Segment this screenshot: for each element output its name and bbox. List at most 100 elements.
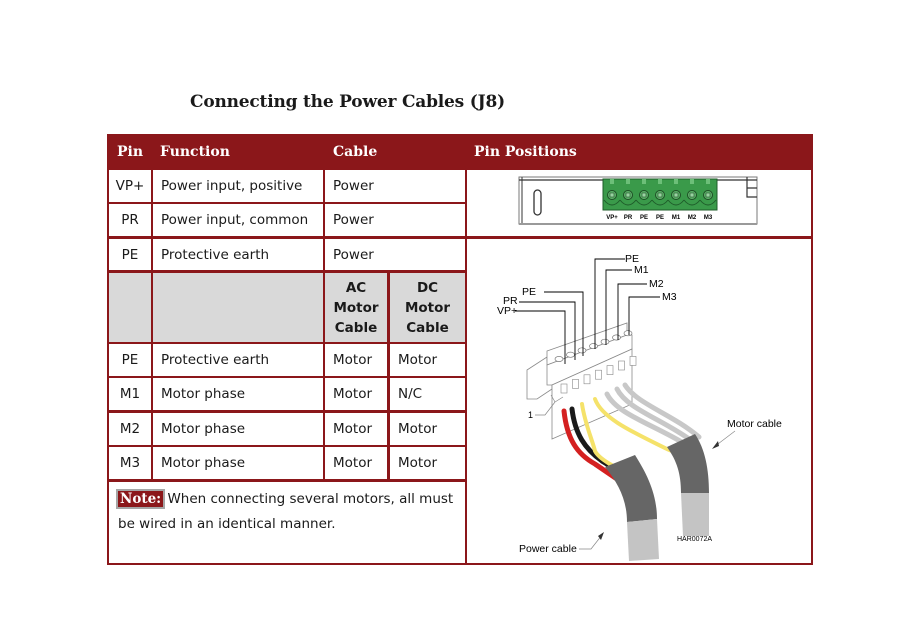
terminal-screw-icon bbox=[600, 338, 610, 345]
ac-cable-cell: Motor bbox=[325, 378, 387, 410]
dc-line: DC bbox=[416, 279, 439, 296]
pin-arc bbox=[683, 199, 701, 206]
ac-line: Cable bbox=[334, 319, 378, 336]
wire-entry-slot bbox=[583, 374, 591, 385]
pin-tab bbox=[610, 179, 614, 184]
arrow-head-icon bbox=[598, 532, 604, 540]
power-cable bbox=[605, 455, 659, 561]
motor-cable bbox=[667, 434, 709, 536]
pin-arc bbox=[603, 199, 621, 206]
power-cable-arrow bbox=[579, 534, 603, 550]
callout-number: 1 bbox=[528, 410, 533, 420]
pin-hole bbox=[609, 192, 615, 198]
cable-cell: Power bbox=[325, 170, 465, 202]
function-cell: Protective earth bbox=[153, 239, 323, 270]
pin-hole bbox=[673, 192, 679, 198]
table-header-row bbox=[109, 136, 811, 168]
label-pe-left: PE bbox=[522, 286, 536, 298]
page-title: Connecting the Power Cables (J8) bbox=[190, 92, 505, 112]
wire-entry-slot bbox=[606, 365, 614, 375]
pin-cell: M1 bbox=[109, 378, 151, 410]
dc-line: Cable bbox=[406, 319, 449, 336]
wires bbox=[561, 382, 702, 482]
pin-label: M2 bbox=[688, 215, 697, 221]
dc-line: Motor bbox=[404, 299, 451, 316]
subheader-empty-function bbox=[153, 273, 323, 342]
terminal-screw-icon bbox=[612, 334, 621, 341]
pin-arc bbox=[635, 199, 653, 206]
pin-cell: PE bbox=[109, 239, 151, 270]
cable-cell: Power bbox=[325, 239, 465, 270]
pin-hole bbox=[657, 192, 663, 198]
wire-entry-slot bbox=[595, 369, 602, 380]
header-cable: Cable bbox=[333, 144, 378, 160]
ac-line: AC bbox=[345, 279, 367, 296]
function-cell: Motor phase bbox=[153, 447, 323, 479]
terminal-screw-icon bbox=[623, 330, 633, 337]
right-leader-lines bbox=[594, 258, 660, 349]
pin-tab bbox=[674, 179, 678, 184]
label-pe-right: PE bbox=[625, 253, 639, 265]
power-cable-table: Pin Function Cable Pin Positions VP+ Pow… bbox=[107, 134, 813, 565]
dc-cable-cell: Motor bbox=[390, 344, 465, 376]
power-cable-label: Power cable bbox=[519, 543, 577, 555]
terminal-screw-icon bbox=[589, 343, 598, 350]
wire-entry-slot bbox=[618, 360, 625, 371]
pin-cell: M3 bbox=[109, 447, 151, 479]
pin-cell: PR bbox=[109, 204, 151, 236]
function-cell: Power input, common bbox=[153, 204, 323, 236]
note-label: Note: bbox=[115, 489, 166, 509]
cable-cell: Power bbox=[325, 204, 465, 236]
function-cell: Power input, positive bbox=[153, 170, 323, 202]
ac-cable-cell: Motor bbox=[325, 344, 387, 376]
wiring-diagram-cell: VP+ PR PE PE M1 M2 M3 1 Motor cable Powe… bbox=[467, 239, 811, 563]
left-leader-lines bbox=[515, 291, 584, 364]
note: Note: When connecting several motors, al… bbox=[109, 482, 465, 563]
pin-cell: PE bbox=[109, 344, 151, 376]
pin-tab bbox=[642, 179, 646, 184]
callout-line bbox=[535, 394, 564, 416]
label-m1: M1 bbox=[634, 264, 649, 276]
subheader-empty-pin bbox=[109, 273, 151, 342]
pin-cell: VP+ bbox=[109, 170, 151, 202]
label-m2: M2 bbox=[649, 278, 664, 290]
wire-entry-slot bbox=[560, 383, 568, 394]
label-pr: PR bbox=[503, 295, 518, 307]
pin-tab bbox=[626, 179, 630, 184]
pin-tab bbox=[690, 179, 694, 184]
dc-cable-cell: N/C bbox=[390, 378, 465, 410]
terminal-screws bbox=[554, 330, 637, 394]
pin-hole bbox=[689, 192, 695, 198]
header-function: Function bbox=[160, 144, 230, 160]
function-cell: Protective earth bbox=[153, 344, 323, 376]
pin-label: PE bbox=[640, 215, 648, 221]
motor-cable-label: Motor cable bbox=[727, 418, 782, 430]
function-cell: Motor phase bbox=[153, 413, 323, 445]
terminal-screw-icon bbox=[554, 356, 564, 362]
ac-cable-cell: Motor bbox=[325, 413, 387, 445]
arrow-head-icon bbox=[712, 441, 719, 449]
pin-cell: M2 bbox=[109, 413, 151, 445]
green-terminal-block bbox=[602, 178, 718, 211]
label-m3: M3 bbox=[662, 291, 677, 303]
pin-label: M3 bbox=[704, 215, 713, 221]
subheader-ac-motor-cable: AC Motor Cable bbox=[325, 273, 387, 342]
pin-hole bbox=[625, 192, 631, 198]
dc-cable-cell: Motor bbox=[390, 413, 465, 445]
ac-cable-cell: Motor bbox=[325, 447, 387, 479]
pin-label: PE bbox=[656, 215, 664, 221]
header-pin: Pin bbox=[117, 144, 144, 160]
pin-hole bbox=[705, 192, 711, 198]
pin-label: PR bbox=[624, 215, 633, 221]
label-vp-plus: VP+ bbox=[497, 305, 517, 317]
pin-tab bbox=[706, 179, 710, 184]
pin-label: M1 bbox=[672, 215, 681, 221]
figure-id: HAR0072A bbox=[677, 536, 712, 543]
wire-entry-slot bbox=[629, 356, 637, 366]
pin-arc bbox=[699, 199, 717, 206]
wiring-diagram-figure: VP+ PR PE PE M1 M2 M3 1 Motor cable Powe… bbox=[497, 253, 782, 561]
dc-cable-cell: Motor bbox=[390, 447, 465, 479]
header-pin-positions: Pin Positions bbox=[474, 144, 577, 160]
